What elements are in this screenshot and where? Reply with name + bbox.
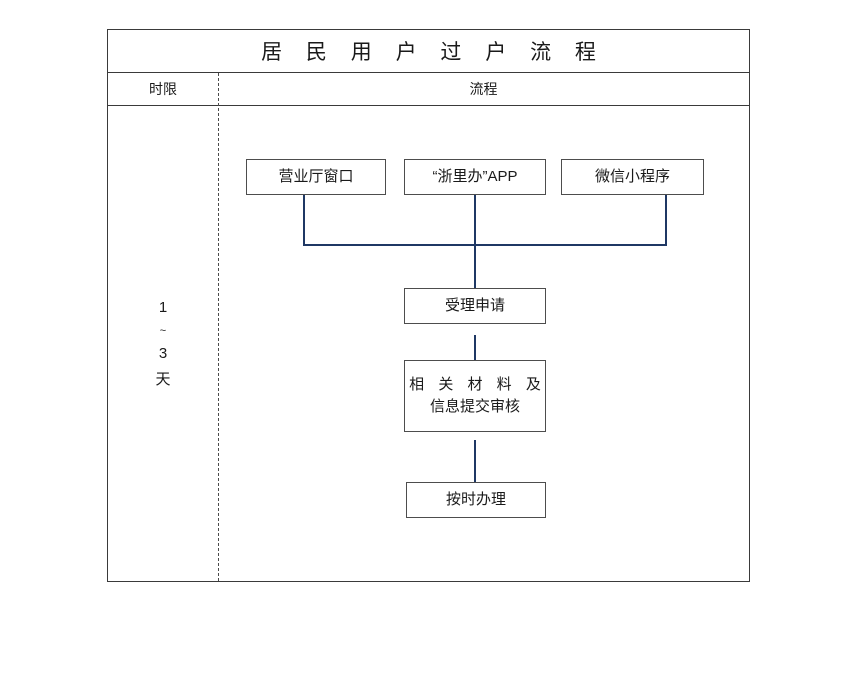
step-box-0[interactable]: 受理申请 xyxy=(404,288,546,324)
connector-merge-bar xyxy=(303,244,667,246)
channel-box-2[interactable]: 微信小程序 xyxy=(561,159,704,195)
channel-box-1[interactable]: “浙里办”APP xyxy=(404,159,546,195)
channel-box-0[interactable]: 营业厅窗口 xyxy=(246,159,386,195)
step-box-2[interactable]: 按时办理 xyxy=(406,482,546,518)
page-title: 居 民 用 户 过 户 流 程 xyxy=(261,41,605,64)
time-limit-value: 1 ~ 3 天 xyxy=(108,106,218,581)
channel-label-1: “浙里办”APP xyxy=(432,168,518,186)
time-separator: ~ xyxy=(159,324,167,337)
step-label-1-line-0: 相 关 材 料 及 xyxy=(409,376,546,394)
time-from: 1 xyxy=(158,298,168,316)
time-unit: 天 xyxy=(155,370,171,388)
column-divider-dashed xyxy=(218,73,219,581)
step-label-0-line-0: 受理申请 xyxy=(444,297,505,315)
table-title-row: 居 民 用 户 过 户 流 程 xyxy=(108,30,749,73)
channel-label-2: 微信小程序 xyxy=(594,168,670,186)
time-to: 3 xyxy=(158,344,168,362)
connector-center-drop xyxy=(474,194,476,305)
connector-left-drop xyxy=(303,194,305,245)
connector-right-drop xyxy=(665,194,667,245)
step-label-1-line-1: 信息提交审核 xyxy=(429,398,520,415)
column-header-time: 时限 xyxy=(149,81,177,97)
step-box-1[interactable]: 相 关 材 料 及 信息提交审核 xyxy=(404,360,546,432)
channel-label-0: 营业厅窗口 xyxy=(278,168,354,186)
connector-step2-to-step3 xyxy=(474,440,476,485)
step-label-2-line-0: 按时办理 xyxy=(445,491,506,509)
column-header-flow: 流程 xyxy=(469,81,498,97)
table-header-row: 时限 流程 xyxy=(108,73,749,106)
process-table: 居 民 用 户 过 户 流 程 时限 流程 1 ~ 3 天 营业厅 xyxy=(107,29,750,582)
